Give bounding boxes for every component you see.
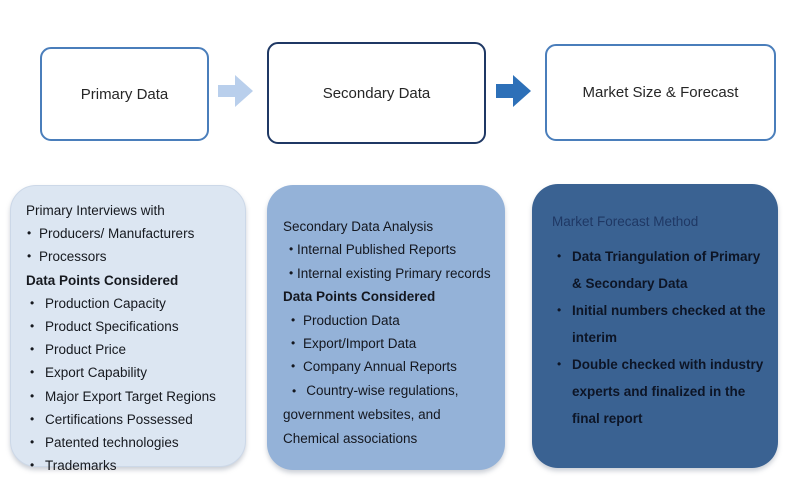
bullet-icon: •	[30, 295, 35, 310]
panel-bullet-item: • Producers/ Manufacturers	[11, 222, 245, 245]
panel-bullet-text: Country-wise regulations, government web…	[283, 382, 459, 446]
panel-bullet-text: Export Capability	[45, 365, 148, 381]
panel-bullet-text: Company Annual Reports	[303, 359, 457, 375]
bullet-icon: •	[27, 226, 32, 241]
panel-bullet-text: Producers/ Manufacturers	[39, 226, 195, 242]
panel-bullet-item: • Export/Import Data	[267, 332, 505, 355]
panel-bullet-text: Major Export Target Regions	[45, 388, 216, 404]
bullet-icon: •	[30, 435, 35, 450]
panel-bullet-item: • Processors	[11, 245, 245, 268]
panel-bullet-item: • Company Annual Reports	[267, 355, 505, 378]
panel-bullet-text: Trademarks	[45, 458, 117, 474]
right-arrow-icon	[218, 75, 253, 107]
panel-bullet-item: • Initial numbers checked at the interim	[532, 297, 778, 351]
panel-bullet-text: Product Price	[45, 342, 127, 358]
panel-market-forecast-details: Market Forecast Method • Data Triangulatio…	[532, 184, 778, 468]
panel-bullet-text: Data Triangulation of Primary & Secondar…	[572, 249, 761, 291]
bullet-icon: •	[289, 242, 294, 257]
bullet-icon: •	[291, 359, 296, 374]
bullet-icon: •	[30, 319, 35, 334]
bullet-icon: •	[292, 383, 297, 398]
panel-bullet-item: • Major Export Target Regions	[11, 385, 245, 408]
panel-bullet-text: Production Data	[303, 312, 400, 328]
bullet-icon: •	[30, 411, 35, 426]
panel-bullet-item: • Patented technologies	[11, 431, 245, 454]
panel-bullet-text: Production Capacity	[45, 295, 166, 311]
panel-heading: Secondary Data Analysis	[283, 219, 434, 234]
panel-heading: Primary Interviews with	[26, 203, 165, 218]
panel-bullet-text: Processors	[39, 249, 107, 265]
panel-primary-data-details: Primary Interviews with • Producers/ Manuf…	[10, 185, 246, 473]
panel-bullet-item: • Product Price	[11, 338, 245, 361]
panel-bullet-item: • Data Triangulation of Primary & Seconda…	[532, 243, 778, 297]
flow-step-label: Primary Data	[80, 85, 169, 103]
panel-bullet-item: • Certifications Possessed	[11, 408, 245, 431]
bullet-icon: •	[30, 365, 35, 380]
panel-bullet-item: • Production Capacity	[11, 292, 245, 315]
panel-bullet-item: •Internal existing Primary records	[267, 262, 505, 285]
bullet-icon: •	[289, 265, 294, 280]
panel-bullet-text: Certifications Possessed	[45, 411, 193, 427]
bullet-icon: •	[30, 388, 35, 403]
panel-bullet-item: • Product Specifications	[11, 315, 245, 338]
flow-step-label: Secondary Data	[322, 84, 431, 102]
bullet-icon: •	[557, 303, 562, 317]
flow-step-label: Market Size & Forecast	[582, 84, 739, 101]
bullet-icon: •	[30, 342, 35, 357]
bullet-icon: •	[30, 458, 35, 473]
panel-secondary-data-details: Secondary Data Analysis•Internal Publish…	[267, 185, 505, 470]
panel-bullet-text: Double checked with industry experts and…	[572, 357, 764, 426]
panel-bullet-text: Product Specifications	[45, 319, 179, 335]
panel-bullet-item: • Trademarks	[11, 454, 245, 477]
panel-bullet-item: • Double checked with industry experts an…	[532, 351, 778, 432]
panel-bullet-item: •Country-wise regulations, government we…	[267, 379, 505, 450]
bullet-icon: •	[291, 312, 296, 327]
panel-heading: Data Points Considered	[283, 289, 436, 305]
panel-bullet-item: • Export Capability	[11, 361, 245, 384]
flow-step-box-secondary-data: Secondary Data	[267, 42, 486, 144]
right-arrow-icon	[496, 75, 531, 107]
panel-bullet-item: • Production Data	[267, 309, 505, 332]
bullet-icon: •	[27, 249, 32, 264]
bullet-icon: •	[557, 249, 562, 263]
panel-bullet-text: Initial numbers checked at the interim	[572, 303, 766, 345]
panel-bullet-text: Export/Import Data	[303, 336, 417, 352]
panel-bullet-text: Internal Published Reports	[297, 242, 457, 258]
flow-step-box-market-size-forecast: Market Size & Forecast	[545, 44, 776, 141]
panel-bullet-text: Internal existing Primary records	[297, 265, 491, 281]
panel-bullet-text: Patented technologies	[45, 435, 179, 451]
bullet-icon: •	[291, 336, 296, 351]
bullet-icon: •	[557, 357, 562, 371]
panel-bullet-item: •Internal Published Reports	[267, 238, 505, 261]
panel-heading: Data Points Considered	[26, 272, 179, 288]
panel-heading: Market Forecast Method	[552, 214, 699, 229]
flow-step-box-primary-data: Primary Data	[40, 47, 209, 141]
